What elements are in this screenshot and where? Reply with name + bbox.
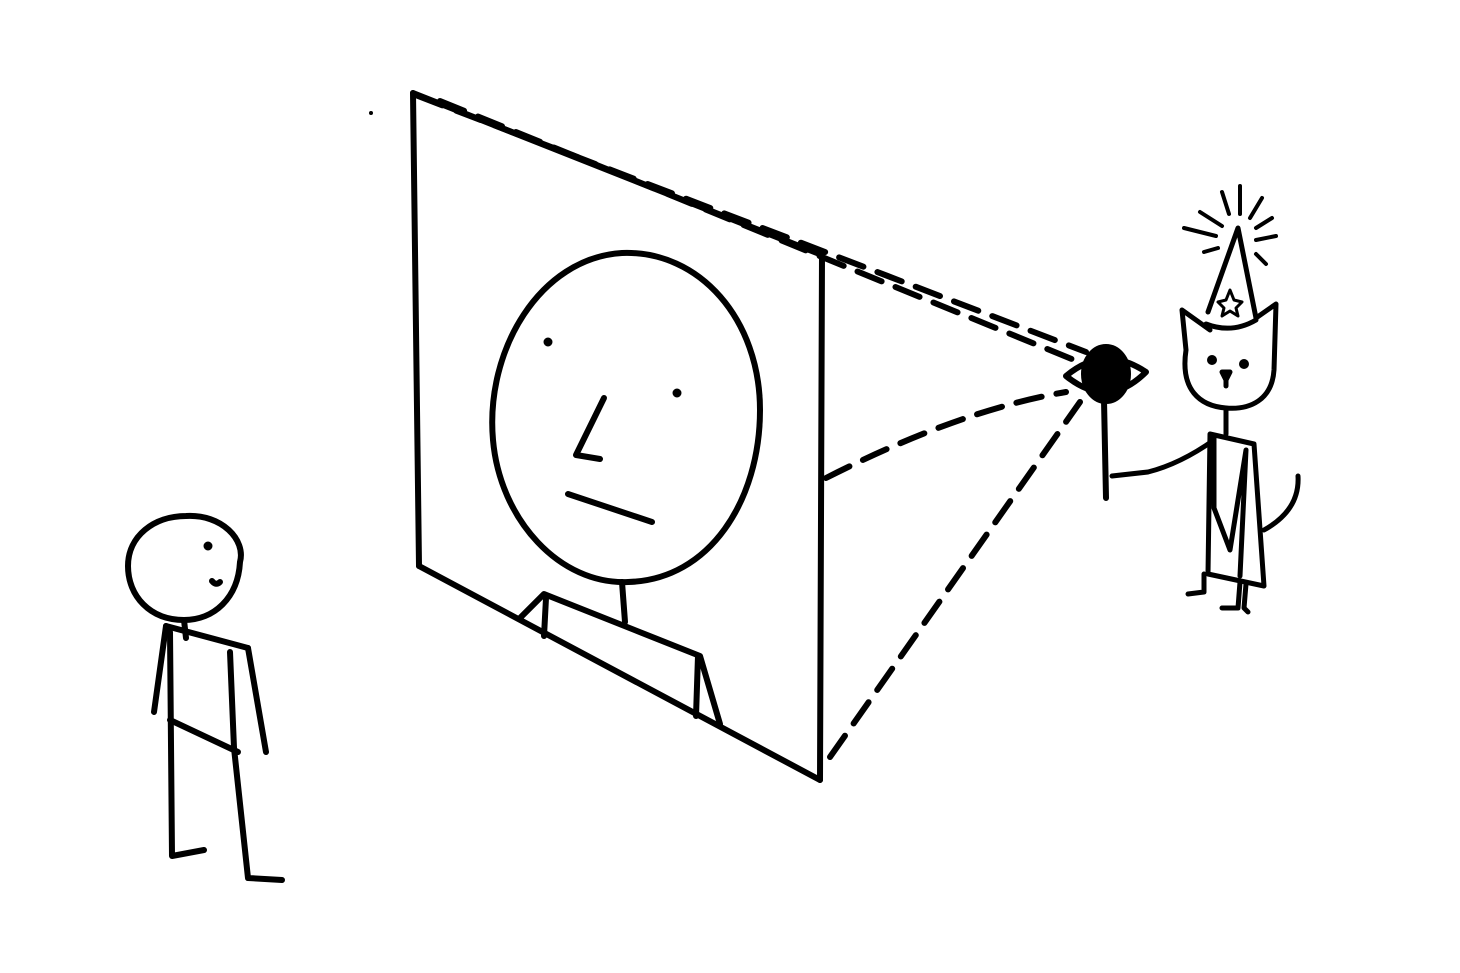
- portrait-torso-right: [693, 653, 701, 719]
- eye-stick: [1101, 397, 1109, 501]
- hat-star-icon: [1216, 288, 1244, 318]
- cat-left-leg: [1185, 571, 1207, 597]
- picture-frame: [410, 90, 825, 783]
- portrait-shoulders: [517, 591, 723, 727]
- portrait-face: [489, 249, 763, 727]
- viewer-eye: [203, 541, 213, 551]
- portrait-neck: [619, 579, 628, 625]
- eye-pupil: [1081, 344, 1131, 404]
- viewer-stick-figure: [125, 512, 285, 883]
- viewer-left-arm: [151, 623, 169, 715]
- viewer-waist: [167, 717, 241, 755]
- portrait-left-eye: [543, 337, 553, 347]
- cat-right-leg-b: [1241, 581, 1251, 615]
- ray-bottom: [827, 399, 1083, 760]
- cat-robe-fold: [1211, 435, 1249, 579]
- frame-bottom-edge: [416, 563, 823, 783]
- eye-on-stick: [1063, 344, 1149, 501]
- stray-ink-dot: [369, 111, 373, 115]
- cat-left-eye: [1207, 355, 1217, 365]
- ray-top-a: [415, 93, 1089, 355]
- portrait-mouth: [565, 491, 655, 525]
- frame-left-edge: [410, 90, 422, 569]
- cat-right-eye: [1239, 359, 1249, 369]
- viewer-mouth: [209, 578, 223, 587]
- wizard-hat: [1205, 225, 1259, 321]
- cat-wizard: [1109, 184, 1301, 615]
- sparkle-icon: [1182, 184, 1278, 266]
- ray-middle: [823, 389, 1069, 481]
- viewer-shoulders: [163, 623, 251, 651]
- cat-arm: [1109, 437, 1217, 479]
- cat-nose: [1219, 369, 1233, 383]
- portrait-torso-left: [541, 595, 549, 639]
- viewer-right-leg: [231, 745, 285, 883]
- cat-right-leg: [1219, 579, 1243, 611]
- portrait-right-eye: [672, 388, 682, 398]
- viewer-right-arm: [245, 645, 269, 755]
- frame-right-edge: [817, 252, 825, 783]
- cat-body-outline: [1205, 431, 1267, 589]
- frame-top-edge: [410, 90, 825, 258]
- hat-brim: [1203, 317, 1259, 331]
- cat-tail: [1261, 473, 1301, 533]
- viewer-torso-left: [167, 629, 207, 859]
- portrait-nose: [573, 395, 607, 462]
- viewer-torso-right: [227, 649, 237, 751]
- portrait-head: [489, 249, 763, 586]
